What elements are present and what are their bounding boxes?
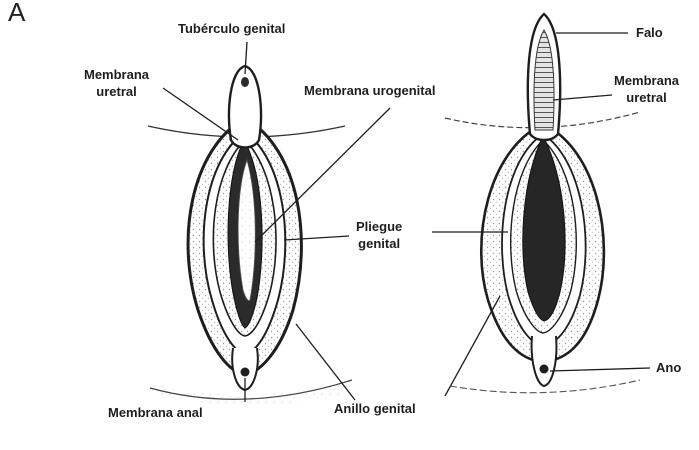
label-phallus: Falo bbox=[636, 24, 663, 41]
right-figure bbox=[445, 14, 640, 393]
leader-genital-ring-right bbox=[445, 296, 500, 396]
left-figure bbox=[148, 66, 352, 405]
label-urethral-membrane-left: Membrana uretral bbox=[84, 66, 149, 100]
label-urethral-membrane-left-line2: uretral bbox=[84, 83, 149, 100]
leader-urethral-membrane-right bbox=[553, 95, 612, 100]
label-genital-fold: Pliegue genital bbox=[356, 218, 402, 252]
leader-anus bbox=[550, 368, 650, 371]
leader-urethral-membrane-left bbox=[163, 88, 238, 140]
right-anal-bump bbox=[532, 336, 557, 386]
label-genital-tubercle: Tubérculo genital bbox=[178, 20, 285, 37]
label-urogenital-membrane: Membrana urogenital bbox=[304, 82, 435, 99]
label-genital-fold-line2: genital bbox=[356, 235, 402, 252]
label-urethral-membrane-right-line2: uretral bbox=[614, 89, 679, 106]
left-anal-membrane-dot bbox=[241, 368, 250, 377]
label-urethral-membrane-left-line1: Membrana bbox=[84, 66, 149, 83]
label-urethral-membrane-right-line1: Membrana bbox=[614, 72, 679, 89]
label-genital-ring: Anillo genital bbox=[334, 400, 416, 417]
label-anus: Ano bbox=[656, 359, 681, 376]
label-genital-fold-line1: Pliegue bbox=[356, 218, 402, 235]
label-anal-membrane: Membrana anal bbox=[108, 404, 203, 421]
label-urethral-membrane-right: Membrana uretral bbox=[614, 72, 679, 106]
left-tubercle-tip bbox=[241, 77, 249, 87]
right-anus-dot bbox=[540, 365, 549, 374]
